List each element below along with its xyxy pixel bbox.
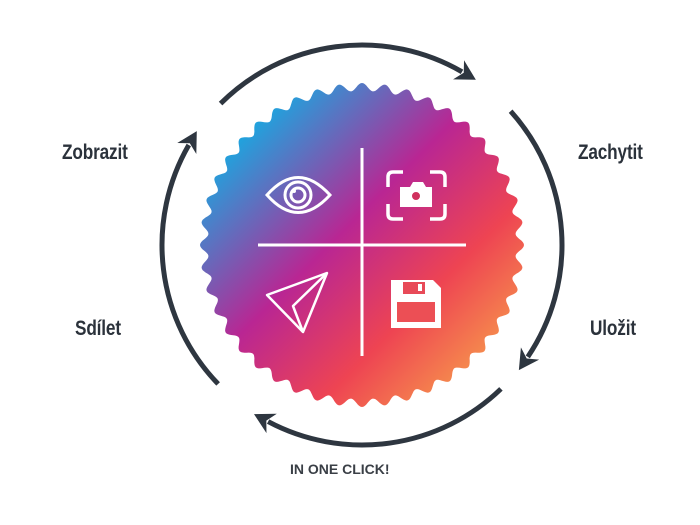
step-label-ulozit: Uložit: [590, 317, 636, 340]
arrowhead-icon: [518, 347, 540, 371]
tagline: IN ONE CLICK!: [290, 461, 390, 477]
paper-plane-icon: [265, 271, 329, 334]
step-label-zachytit: Zachytit: [578, 141, 643, 164]
arrowhead-icon: [453, 60, 476, 80]
arrowhead-icon: [253, 413, 277, 434]
cycle-arrow-arc: [266, 387, 503, 448]
cycle-arrow-arc: [218, 42, 464, 106]
cycle-arrows: [159, 42, 565, 448]
floppy-disk-icon: [391, 280, 441, 328]
cycle-arrow-arc: [508, 109, 565, 359]
eye-icon: [264, 176, 333, 214]
arrowhead-icon: [177, 131, 197, 154]
step-label-zobrazit: Zobrazit: [62, 141, 128, 164]
camera-capture-icon: [386, 170, 447, 221]
step-label-sdilet: Sdílet: [75, 317, 121, 340]
cycle-arrow-arc: [159, 143, 220, 386]
quadrant-divider: [258, 148, 466, 356]
